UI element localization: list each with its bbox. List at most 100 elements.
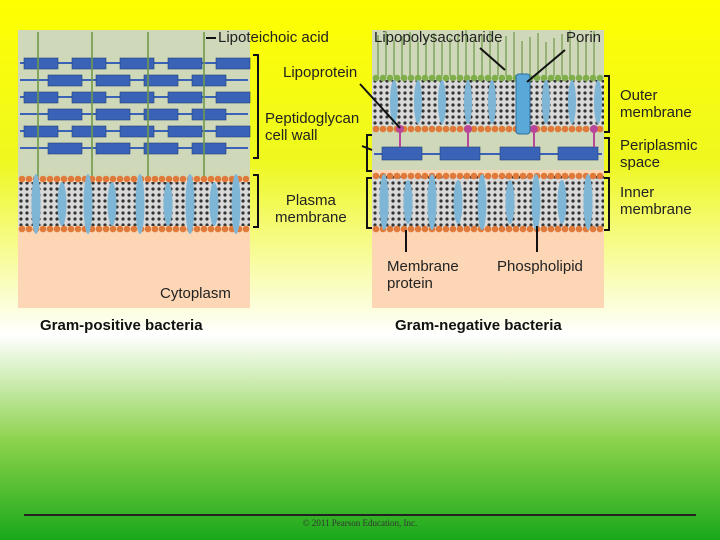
lps-head <box>414 74 422 82</box>
lipid-head <box>372 125 380 133</box>
peptidoglycan-block <box>557 146 599 161</box>
peptidoglycan-block <box>95 74 131 87</box>
lipid-head <box>179 175 187 183</box>
peptidoglycan-block <box>215 91 251 104</box>
lipid-head <box>442 125 450 133</box>
lipid-head <box>60 175 68 183</box>
peptidoglycan-block <box>71 125 107 138</box>
lipid-head <box>568 225 576 233</box>
lipid-head <box>372 172 380 180</box>
lipid-head <box>214 175 222 183</box>
lipid-head <box>442 225 450 233</box>
label-inner-membrane: Inner membrane <box>620 184 692 218</box>
membrane-protein <box>57 182 67 226</box>
lipid-head <box>95 225 103 233</box>
lipid-head <box>386 125 394 133</box>
lipid-head <box>575 172 583 180</box>
lps-head <box>477 74 485 82</box>
lps-head <box>533 74 541 82</box>
gn-lipoproteins <box>396 125 598 147</box>
lipid-head <box>151 225 159 233</box>
peptidoglycan-block <box>71 57 107 70</box>
membrane-protein <box>379 174 389 230</box>
lipid-head <box>561 125 569 133</box>
lipid-head <box>463 225 471 233</box>
lps-head <box>561 74 569 82</box>
peptidoglycan-block <box>47 74 83 87</box>
lps-head <box>463 74 471 82</box>
copyright-text: © 2011 Pearson Education, Inc. <box>302 518 418 528</box>
gram-negative-panel <box>372 30 604 308</box>
lps-head <box>379 74 387 82</box>
lps-head <box>589 74 597 82</box>
lipid-head <box>568 172 576 180</box>
lipid-head <box>158 225 166 233</box>
porin-protein <box>515 73 531 135</box>
lipid-head <box>596 125 604 133</box>
lps-head <box>568 74 576 82</box>
peptidoglycan-block <box>167 91 203 104</box>
peptidoglycan-block <box>191 74 227 87</box>
lipid-head <box>547 225 555 233</box>
lipid-head <box>393 225 401 233</box>
lipid-head <box>67 175 75 183</box>
gn-outer-heads <box>372 74 604 133</box>
lps-head <box>372 74 380 82</box>
lipid-head <box>491 125 499 133</box>
peptidoglycan-block <box>439 146 481 161</box>
lipid-head <box>435 225 443 233</box>
lipid-head <box>144 225 152 233</box>
lipid-head <box>519 172 527 180</box>
membrane-protein <box>505 180 515 224</box>
membrane-protein <box>477 174 487 230</box>
lps-head <box>491 74 499 82</box>
lps-head <box>498 74 506 82</box>
lipid-head <box>547 172 555 180</box>
label-plasma-membrane: Plasma membrane <box>275 192 347 226</box>
lipid-head <box>214 225 222 233</box>
peptidoglycan-block <box>215 57 251 70</box>
lipid-head <box>221 175 229 183</box>
membrane-protein <box>453 180 463 224</box>
peptidoglycan-block <box>191 142 227 155</box>
lipid-head <box>554 225 562 233</box>
peptidoglycan-block <box>499 146 541 161</box>
peptidoglycan-block <box>71 91 107 104</box>
peptidoglycan-block <box>215 125 251 138</box>
lipid-head <box>116 225 124 233</box>
lipid-head <box>498 125 506 133</box>
lps-head <box>582 74 590 82</box>
lipid-head <box>46 175 54 183</box>
lipid-head <box>596 225 604 233</box>
label-lipopolysaccharide: Lipopolysaccharide <box>374 29 503 46</box>
lipid-head <box>25 225 33 233</box>
lipoprotein-head <box>530 125 538 133</box>
lipid-head <box>596 172 604 180</box>
lipid-head <box>519 225 527 233</box>
lipid-head <box>470 125 478 133</box>
lipid-head <box>109 225 117 233</box>
lipid-head <box>435 125 443 133</box>
lipid-head <box>470 172 478 180</box>
gp-lipoteichoic-strands <box>37 32 205 184</box>
lipid-head <box>39 225 47 233</box>
lipid-head <box>116 175 124 183</box>
lipid-head <box>67 225 75 233</box>
membrane-protein <box>163 182 173 226</box>
peptidoglycan-block <box>47 142 83 155</box>
lipid-head <box>435 172 443 180</box>
lps-head <box>386 74 394 82</box>
lipid-head <box>540 172 548 180</box>
lps-head <box>554 74 562 82</box>
lipid-head <box>484 125 492 133</box>
lipid-head <box>407 225 415 233</box>
lipid-head <box>449 125 457 133</box>
label-cytoplasm: Cytoplasm <box>160 285 231 302</box>
lipid-head <box>39 175 47 183</box>
membrane-protein <box>403 180 413 224</box>
lipid-head <box>74 225 82 233</box>
lipid-head <box>526 225 534 233</box>
lipid-head <box>575 125 583 133</box>
outer-membrane-protein <box>414 80 422 124</box>
caption-gram-negative: Gram-negative bacteria <box>395 317 562 334</box>
